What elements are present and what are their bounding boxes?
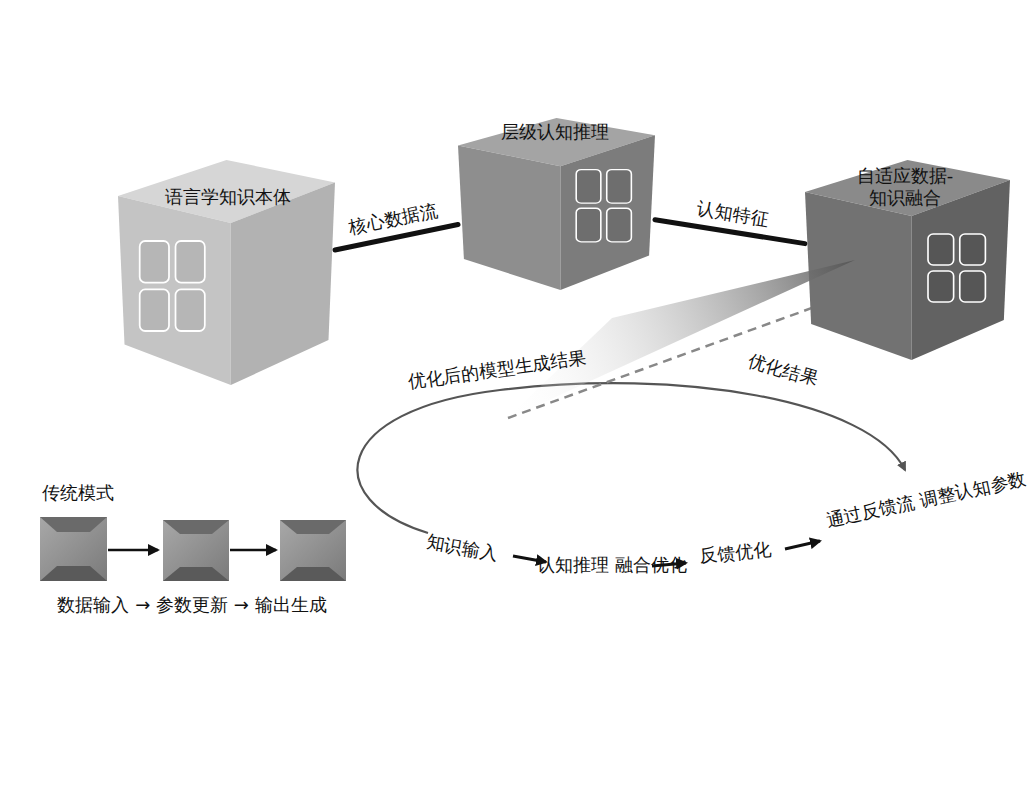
icon-tile: [928, 271, 954, 302]
cube-shape: [458, 118, 655, 290]
sequence-caption: 数据输入 → 参数更新 → 输出生成: [57, 594, 326, 617]
icon-tile: [576, 170, 601, 204]
cube-label: 层级认知推理: [501, 121, 609, 143]
small-cube: [163, 520, 229, 581]
flow-step: 反馈优化: [698, 538, 772, 568]
cube-label: 自适应数据- 知识融合: [842, 165, 968, 208]
light-beam: [505, 260, 855, 420]
icon-tile: [176, 241, 205, 283]
edge-label: 认知特征: [696, 197, 771, 231]
flow-arrow: [785, 541, 820, 549]
flow-step: 知识输入: [425, 531, 500, 566]
icon-tile: [607, 208, 632, 242]
section-heading: 传统模式: [42, 482, 114, 505]
feedback-loop-arc: [357, 383, 905, 533]
cube-right-face: [231, 183, 335, 386]
cube-left-face: [805, 192, 912, 360]
sequence-arrow: [108, 549, 158, 552]
icon-tile: [176, 289, 205, 331]
small-cube: [280, 520, 346, 581]
loop-label: 优化结果: [745, 349, 820, 390]
cube-left-face: [458, 146, 560, 290]
flow-step: 认知推理 融合优化: [537, 554, 663, 577]
icon-tile: [928, 234, 954, 265]
beam-label: 优化后的模型生成结果: [406, 346, 587, 393]
icon-tile: [140, 241, 169, 283]
edge-label: 核心数据流: [346, 199, 439, 239]
cube-node: 语言学知识本体: [118, 160, 335, 385]
icon-tile: [576, 208, 601, 242]
cube-left-face: [118, 196, 231, 385]
icon-tile: [960, 271, 986, 302]
cube-right-face: [560, 135, 655, 290]
small-cube: [40, 517, 107, 581]
icon-tile: [607, 170, 632, 204]
sequence-arrow: [230, 549, 276, 552]
flow-step: 通过反馈流 调整认知参数: [824, 484, 952, 532]
cube-label: 语言学知识本体: [165, 186, 291, 208]
cube-node: 自适应数据- 知识融合: [805, 160, 1010, 360]
icon-tile: [960, 234, 986, 265]
cube-node: 层级认知推理: [458, 118, 655, 290]
icon-tile: [140, 289, 169, 331]
